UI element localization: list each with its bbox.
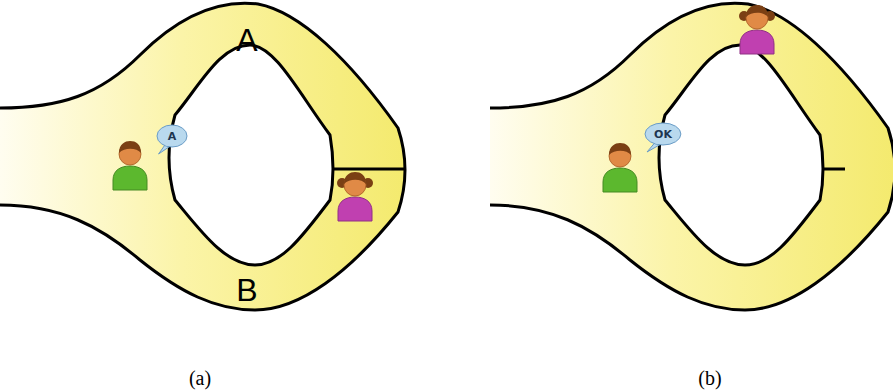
prover-figure (603, 143, 637, 192)
speech-text: OK (644, 128, 682, 141)
magic-door (823, 168, 845, 171)
panel-caption: (b) (698, 367, 721, 390)
speech-bubble: OK (644, 122, 682, 146)
passage-label: A (236, 22, 257, 59)
cave (490, 3, 893, 310)
cave-rock (659, 45, 823, 265)
cave (0, 3, 405, 310)
cave-passage (0, 3, 405, 310)
panel-caption: (a) (189, 367, 211, 390)
cave-wall (490, 3, 893, 310)
verifier-figure (337, 172, 373, 221)
passage-label: B (236, 272, 257, 309)
cave-rock (169, 45, 333, 265)
magic-door (333, 168, 405, 171)
cave-wall (0, 3, 405, 310)
speech-bubble: A (156, 124, 188, 148)
verifier-figure (739, 5, 775, 54)
cave-passage (490, 3, 893, 310)
speech-text: A (156, 130, 188, 143)
prover-figure (113, 141, 147, 190)
